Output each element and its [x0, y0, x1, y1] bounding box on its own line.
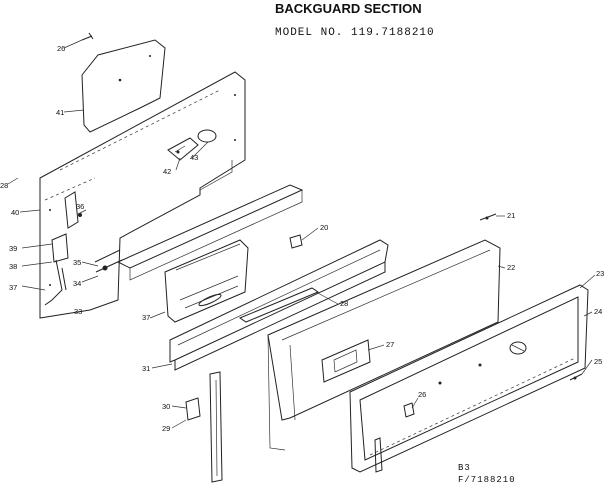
callout-28: 28: [0, 181, 8, 190]
top-rail: [116, 184, 304, 281]
knob-20: [289, 234, 303, 249]
cover-plate: [81, 39, 166, 133]
callout-31: 31: [142, 364, 150, 373]
callout-43: 43: [190, 153, 198, 162]
light-fixture: [164, 239, 249, 323]
back-panel: [39, 71, 246, 319]
screw-25: [569, 373, 583, 381]
callout-40: 40: [11, 208, 19, 217]
main-frame: [267, 239, 501, 451]
page-code: B3: [458, 463, 471, 473]
callout-41: 41: [56, 108, 64, 117]
callout-37: 37: [9, 283, 17, 292]
callout-35: 35: [73, 258, 81, 267]
callout-38: 38: [9, 262, 17, 271]
screw-top: [81, 32, 94, 41]
callout-28b: 28: [340, 299, 348, 308]
timer-motor: [167, 129, 217, 161]
screw-21: [479, 213, 497, 221]
callout-36: 36: [76, 202, 84, 211]
callout-26: 26: [57, 44, 65, 53]
small-plate: [321, 339, 371, 383]
callout-27: 27: [386, 340, 394, 349]
callout-34: 34: [73, 279, 81, 288]
control-panel: [349, 284, 589, 473]
callout-25: 25: [594, 357, 602, 366]
reference-code: F/7188210: [458, 475, 516, 485]
callout-42: 42: [163, 167, 171, 176]
callout-23: 23: [596, 269, 604, 278]
callout-33: 33: [74, 307, 82, 316]
callout-39: 39: [9, 244, 17, 253]
callout-labels: 26 41 43 42 28 40 36 39 38 37 35 34 33 3…: [0, 44, 604, 433]
callout-26b: 26: [418, 390, 426, 399]
callout-22: 22: [507, 263, 515, 272]
side-bracket: [185, 371, 223, 483]
diagram-title: BACKGUARD SECTION: [275, 1, 422, 16]
callout-37b: 37: [142, 313, 150, 322]
leader-lines: [7, 39, 596, 429]
model-number: MODEL NO. 119.7188210: [275, 27, 435, 39]
callout-29: 29: [162, 424, 170, 433]
callout-30: 30: [162, 402, 170, 411]
callout-20: 20: [320, 223, 328, 232]
knob-26: [403, 402, 415, 418]
callout-21: 21: [507, 211, 515, 220]
callout-24: 24: [594, 307, 602, 316]
control-frame: [169, 239, 389, 371]
lower-rail: [238, 287, 320, 323]
